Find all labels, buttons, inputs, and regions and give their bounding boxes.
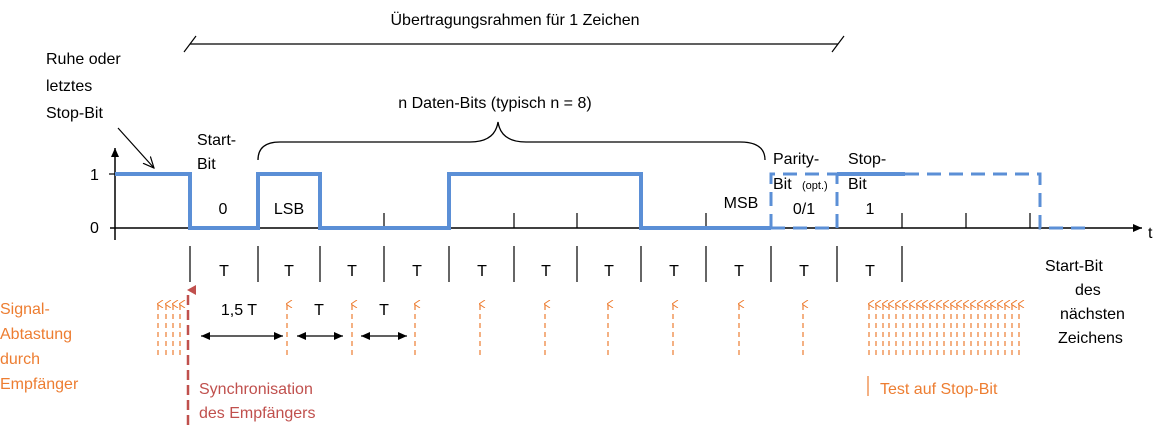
svg-text:Signal-: Signal- bbox=[0, 301, 50, 318]
svg-text:Bit: Bit bbox=[197, 156, 216, 173]
period-label: T bbox=[541, 263, 551, 280]
period-label: T bbox=[799, 263, 809, 280]
svg-text:letztes: letztes bbox=[46, 78, 92, 95]
stop-test-label: Test auf Stop-Bit bbox=[880, 381, 998, 398]
period-label: T bbox=[219, 263, 229, 280]
period-label: T bbox=[477, 263, 487, 280]
svg-text:Stop-Bit: Stop-Bit bbox=[46, 105, 103, 122]
period-label: T bbox=[734, 263, 744, 280]
svg-text:durch: durch bbox=[0, 351, 40, 368]
sampling-arrows bbox=[158, 304, 1019, 355]
lsb-label: LSB bbox=[274, 201, 304, 218]
svg-text:Bit: Bit bbox=[773, 176, 792, 193]
svg-text:Empfänger: Empfänger bbox=[0, 376, 79, 393]
svg-text:Abtastung: Abtastung bbox=[0, 326, 72, 343]
parity-value: 0/1 bbox=[793, 201, 815, 218]
sync-label: Synchronisation des Empfängers bbox=[199, 381, 316, 422]
period-label: T bbox=[412, 263, 422, 280]
svg-text:Synchronisation: Synchronisation bbox=[199, 381, 313, 398]
period-label: T bbox=[865, 263, 875, 280]
period-label: T bbox=[669, 263, 679, 280]
svg-text:Stop-: Stop- bbox=[848, 151, 886, 168]
sampling-label: Signal- Abtastung durch Empfänger bbox=[0, 301, 79, 393]
one-half-period-label: 1,5 T bbox=[221, 302, 257, 319]
span-period-label: T bbox=[314, 302, 324, 319]
data-bits-brace bbox=[257, 121, 766, 161]
frame-title: Übertragungsrahmen für 1 Zeichen bbox=[390, 11, 639, 29]
period-label: T bbox=[347, 263, 357, 280]
parity-low-dashed bbox=[771, 174, 839, 230]
frame-span-arrow bbox=[183, 35, 845, 53]
svg-text:Parity-: Parity- bbox=[773, 151, 819, 168]
span-period-label: T bbox=[379, 302, 389, 319]
next-start-bit-label: Start-Bit des nächsten Zeichens bbox=[1045, 258, 1125, 347]
svg-text:Zeichens: Zeichens bbox=[1058, 330, 1123, 347]
axis-ticks bbox=[189, 213, 1031, 228]
data-bits-label: n Daten-Bits (typisch n = 8) bbox=[398, 95, 591, 112]
svg-text:Ruhe oder: Ruhe oder bbox=[46, 51, 121, 68]
start-bit-label: Start- Bit bbox=[197, 132, 236, 173]
level-low-label: 0 bbox=[90, 220, 99, 237]
msb-label: MSB bbox=[724, 195, 759, 212]
svg-text:des: des bbox=[1075, 282, 1101, 299]
idle-after-stop-dashed bbox=[905, 172, 1090, 230]
svg-text:Bit: Bit bbox=[848, 176, 867, 193]
parity-high-dashed bbox=[769, 172, 837, 228]
period-separators bbox=[189, 246, 903, 282]
svg-text:nächsten: nächsten bbox=[1060, 306, 1125, 323]
svg-text:(opt.): (opt.) bbox=[802, 180, 828, 192]
time-axis-label: t bbox=[1148, 225, 1153, 242]
y-axis: 1 0 bbox=[90, 148, 119, 240]
signal-waveform bbox=[115, 172, 771, 230]
svg-text:Start-: Start- bbox=[197, 132, 236, 149]
parity-bit-label: Parity- Bit (opt.) bbox=[773, 151, 828, 193]
level-high-label: 1 bbox=[90, 167, 99, 184]
start-bit-value: 0 bbox=[219, 201, 228, 218]
period-labels: T T T T T T T T T T T bbox=[219, 263, 875, 280]
svg-text:Start-Bit: Start-Bit bbox=[1045, 258, 1103, 275]
stop-bit-label: Stop- Bit bbox=[848, 151, 886, 193]
period-label: T bbox=[284, 263, 294, 280]
period-label: T bbox=[604, 263, 614, 280]
idle-label: Ruhe oder letztes Stop-Bit bbox=[46, 51, 121, 122]
stop-bit-value: 1 bbox=[866, 201, 875, 218]
svg-text:des Empfängers: des Empfängers bbox=[199, 405, 316, 422]
idle-pointer-arrow bbox=[117, 127, 154, 168]
